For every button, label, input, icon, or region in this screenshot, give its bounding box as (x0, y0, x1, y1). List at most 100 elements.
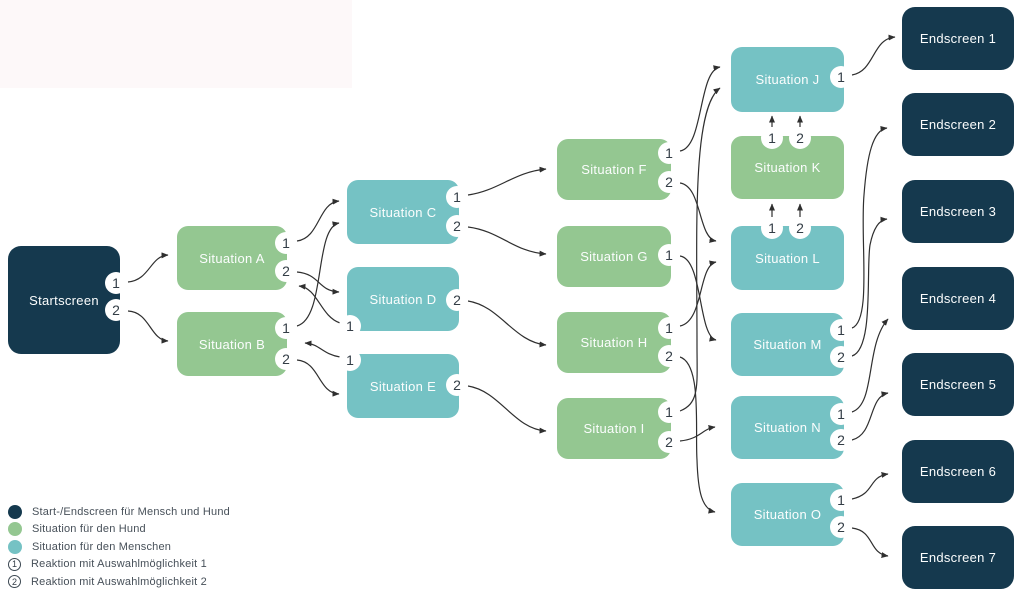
port-f-1: 1 (658, 142, 680, 164)
legend-dog-swatch-icon (8, 522, 22, 537)
port-start-2: 2 (105, 299, 127, 321)
node-situation-h: Situation H (557, 312, 671, 373)
edge-d-1-a (298, 283, 341, 324)
node-situation-b: Situation B (177, 312, 287, 376)
node-endscreen-3: Endscreen 3 (902, 180, 1014, 243)
node-situation-i-label: Situation I (583, 421, 645, 436)
legend-human-label: Situation für den Menschen (32, 540, 172, 553)
node-endscreen-6-label: Endscreen 6 (919, 464, 997, 479)
port-n-1: 1 (830, 403, 852, 425)
port-b-1: 1 (275, 317, 297, 339)
port-start-1: 1 (105, 272, 127, 294)
edge-start-1-a (127, 252, 169, 283)
node-situation-i: Situation I (557, 398, 671, 459)
port-a-2: 2 (275, 260, 297, 282)
port-n-2: 2 (830, 429, 852, 451)
legend-start-end-label: Start-/Endscreen für Mensch und Hund (32, 505, 230, 518)
edge-b-2-e (296, 359, 340, 397)
port-g-1: 1 (658, 244, 680, 266)
legend: Start-/Endscreen für Mensch und Hund Sit… (8, 503, 230, 591)
edge-a-1-c (296, 198, 340, 242)
node-situation-e: Situation E (347, 354, 459, 418)
node-situation-f: Situation F (557, 139, 671, 200)
edge-o-1-end6 (851, 472, 889, 500)
edge-d-2-h (467, 300, 547, 348)
edge-f-2-l (679, 182, 717, 243)
edge-e-2-i (467, 385, 547, 434)
edge-m-1-end2 (851, 125, 888, 329)
edge-f-1-j (679, 65, 721, 152)
edge-c-2-g (467, 226, 547, 257)
legend-dog-label: Situation für den Hund (32, 523, 146, 536)
node-situation-a-label: Situation A (199, 250, 265, 266)
node-situation-d-label: Situation D (369, 291, 437, 307)
port-h-1: 1 (658, 317, 680, 339)
node-endscreen-5: Endscreen 5 (902, 353, 1014, 416)
node-endscreen-2-label: Endscreen 2 (919, 117, 997, 132)
node-endscreen-2: Endscreen 2 (902, 93, 1014, 156)
edge-n-1-end4 (851, 318, 889, 413)
port-k-1: 1 (761, 127, 783, 149)
port-e-2: 2 (446, 374, 468, 396)
node-situation-o-label: Situation O (753, 507, 822, 522)
port-c-1: 1 (446, 186, 468, 208)
edge-n-2-end5 (851, 391, 889, 441)
port-a-1: 1 (275, 232, 297, 254)
edge-h-1-l (679, 260, 717, 327)
legend-item-human: Situation für den Menschen (8, 538, 230, 556)
port-m-2: 2 (830, 346, 852, 368)
node-endscreen-4: Endscreen 4 (902, 267, 1014, 330)
edge-i-1-j (679, 87, 721, 412)
node-endscreen-6: Endscreen 6 (902, 440, 1014, 503)
node-situation-n: Situation N (731, 396, 844, 459)
legend-item-dog: Situation für den Hund (8, 521, 230, 539)
edge-o-2-end7 (851, 527, 889, 558)
port-h-2: 2 (658, 345, 680, 367)
node-situation-b-label: Situation B (198, 336, 266, 352)
node-endscreen-1-label: Endscreen 1 (919, 31, 997, 46)
node-situation-m-label: Situation M (753, 337, 822, 352)
edge-h-2-o (679, 356, 716, 514)
edge-g-1-m (679, 255, 717, 342)
node-situation-l: Situation L (731, 226, 844, 290)
node-situation-k: Situation K (731, 136, 844, 199)
port-f-2: 2 (658, 171, 680, 193)
port-m-1: 1 (830, 319, 852, 341)
node-situation-j-label: Situation J (755, 72, 820, 87)
node-situation-l-label: Situation L (755, 250, 820, 266)
faint-background-block (0, 0, 352, 88)
edge-start-2-b (127, 310, 169, 344)
node-situation-m: Situation M (731, 313, 844, 376)
port-b-2: 2 (275, 348, 297, 370)
node-situation-g-label: Situation G (580, 249, 648, 264)
legend-choice-2-label: Reaktion mit Auswahlmöglichkeit 2 (31, 575, 207, 588)
edge-j-1-end1 (851, 34, 896, 76)
port-k-2: 2 (789, 127, 811, 149)
port-i-2: 2 (658, 431, 680, 453)
node-situation-o: Situation O (731, 483, 844, 546)
legend-item-start-end: Start-/Endscreen für Mensch und Hund (8, 503, 230, 521)
edge-e-1-b (304, 340, 341, 358)
port-l-1: 1 (761, 217, 783, 239)
node-situation-k-label: Situation K (754, 160, 821, 175)
node-situation-e-label: Situation E (369, 378, 437, 394)
node-startscreen-label: Startscreen (29, 292, 99, 308)
port-o-1: 1 (830, 489, 852, 511)
legend-human-swatch-icon (8, 539, 22, 554)
node-startscreen: Startscreen (8, 246, 120, 354)
port-d-1: 1 (339, 315, 361, 337)
node-situation-j: Situation J (731, 47, 844, 112)
node-situation-h-label: Situation H (580, 335, 648, 350)
node-endscreen-5-label: Endscreen 5 (919, 377, 997, 392)
node-situation-n-label: Situation N (754, 420, 821, 435)
legend-item-choice-2: 2 Reaktion mit Auswahlmöglichkeit 2 (8, 573, 230, 591)
port-i-1: 1 (658, 401, 680, 423)
node-situation-f-label: Situation F (581, 162, 647, 177)
edge-a-2-d (296, 271, 340, 295)
port-j-1: 1 (830, 66, 852, 88)
node-endscreen-7-label: Endscreen 7 (919, 550, 997, 565)
port-d-2: 2 (446, 289, 468, 311)
legend-start-end-swatch-icon (8, 504, 22, 519)
edge-c-1-f (467, 166, 547, 196)
